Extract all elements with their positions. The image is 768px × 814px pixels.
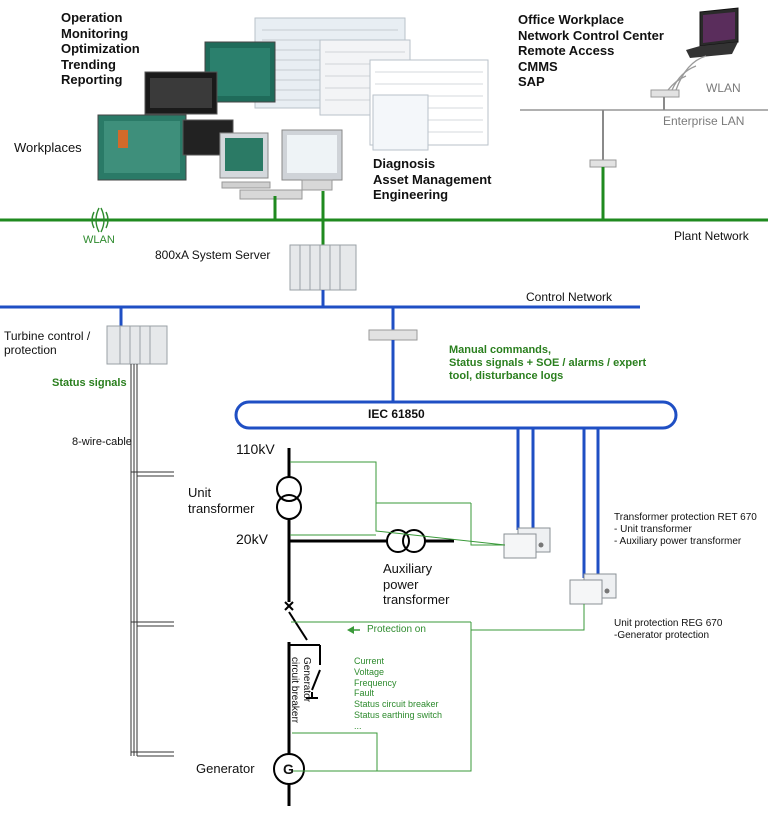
turbine-controller-icon (106, 325, 168, 365)
wlan-right-label: WLAN (706, 81, 741, 95)
generator-circuit-breaker-label: Generator circuit breakerr (288, 657, 312, 723)
wlan-left-icon (91, 207, 109, 233)
signal-earthing-status: Status earthing switch (354, 709, 443, 720)
enterprise-lan (520, 97, 768, 160)
office-workplace-item: Office Workplace (518, 12, 624, 27)
iec-61850-bus (234, 400, 678, 430)
server-rack-icon (289, 244, 357, 291)
wlan-signal-icon (667, 55, 707, 91)
protection-on-arrow (347, 626, 360, 634)
aux-transformer-line-2: power (383, 576, 419, 592)
cable-label: 8-wire-cable (72, 436, 132, 448)
manual-commands-line-1: Manual commands, (449, 344, 552, 356)
generator-label: Generator (196, 761, 255, 776)
signal-current: Current (354, 656, 385, 666)
unit-transformer-line-1: Unit (188, 485, 212, 500)
wlan-left-label: WLAN (83, 234, 115, 246)
signal-cb-status: Status circuit breaker (354, 699, 439, 710)
unit-protection-line-2: -Generator protection (614, 630, 710, 641)
voltage-110kv-label: 110kV (236, 441, 275, 457)
turbine-control-label: Turbine control / protection (4, 329, 90, 358)
reporting-item: Reporting (61, 72, 123, 88)
transformer-protection-label: Transformer protection RET 670 - Unit tr… (614, 512, 757, 548)
asset-management-item: Asset Management (373, 171, 492, 187)
iec-61850-label: IEC 61850 (368, 407, 425, 421)
main-busbar (273, 448, 454, 806)
voltage-20kv-label: 20kV (236, 531, 268, 547)
unit-protection-relay-icon (569, 573, 617, 605)
gcb-line-1: Generator (301, 657, 312, 703)
wlan-access-point-icon (650, 89, 680, 98)
iec-relay-links (516, 428, 600, 578)
aux-transformer-line-1: Auxiliary (383, 561, 433, 576)
diagnosis-list: Diagnosis Asset Management Engineering (373, 156, 491, 203)
signal-frequency: Frequency (354, 677, 397, 688)
manual-commands-line-2: Status signals + SOE / alarms / expert (449, 357, 647, 370)
transformer-protection-relay-icon (503, 527, 551, 559)
monitoring-item: Monitoring (61, 25, 129, 41)
control-network-label: Control Network (526, 290, 613, 304)
turbine-control-line-1: Turbine control / (4, 329, 91, 343)
gcb-line-2: circuit breakerr (289, 657, 300, 724)
signal-more: ... (354, 720, 362, 731)
aux-transformer-line-3: transformer (383, 592, 450, 608)
manual-commands-line-3: tool, disturbance logs (449, 370, 564, 383)
plant-network-label: Plant Network (674, 229, 749, 243)
signal-fault: Fault (354, 688, 375, 699)
manual-commands-label: Manual commands, Status signals + SOE / … (449, 344, 646, 384)
operation-list: Operation Monitoring Optimization Trendi… (61, 10, 140, 88)
unit-transformer-label: Unit transformer (188, 485, 254, 516)
aux-transformer-label: Auxiliary power transformer (383, 561, 449, 608)
office-list: Office Workplace Network Control Center … (518, 12, 664, 90)
signal-list: Current Voltage Frequency Fault Status c… (354, 656, 442, 732)
sap-item: SAP (518, 74, 545, 90)
transformer-protection-line-1: Transformer protection RET 670 (614, 512, 757, 523)
turbine-control-line-2: protection (4, 343, 57, 358)
cable-taps (131, 471, 174, 757)
operation-item: Operation (61, 10, 123, 25)
laptop-icon (686, 7, 739, 58)
eight-wire-cable (130, 364, 138, 756)
remote-access-item: Remote Access (518, 43, 615, 59)
signal-voltage: Voltage (354, 666, 385, 677)
screens-collage (97, 17, 489, 200)
protection-on-label: Protection on (367, 624, 426, 635)
enterprise-lan-label: Enterprise LAN (663, 114, 745, 128)
transformer-protection-line-2: - Unit transformer (614, 524, 692, 535)
generator-symbol: G (283, 761, 294, 777)
network-control-center-item: Network Control Center (518, 27, 664, 43)
engineering-item: Engineering (373, 187, 449, 203)
trending-item: Trending (61, 56, 116, 72)
status-signals-label: Status signals (52, 377, 127, 389)
diagnosis-item: Diagnosis (373, 156, 436, 171)
unit-protection-label: Unit protection REG 670 -Generator prote… (614, 618, 722, 642)
cmms-item: CMMS (518, 58, 558, 74)
unit-protection-line-1: Unit protection REG 670 (614, 618, 723, 629)
transformer-protection-line-3: - Auxiliary power transformer (614, 536, 742, 547)
optimization-item: Optimization (61, 41, 140, 57)
hardwire-links (290, 461, 585, 772)
workplaces-label: Workplaces (14, 140, 82, 155)
router-icon (589, 159, 617, 168)
unit-transformer-line-2: transformer (188, 500, 255, 516)
system-server-label: 800xA System Server (155, 248, 271, 262)
switch-icon (368, 329, 418, 341)
